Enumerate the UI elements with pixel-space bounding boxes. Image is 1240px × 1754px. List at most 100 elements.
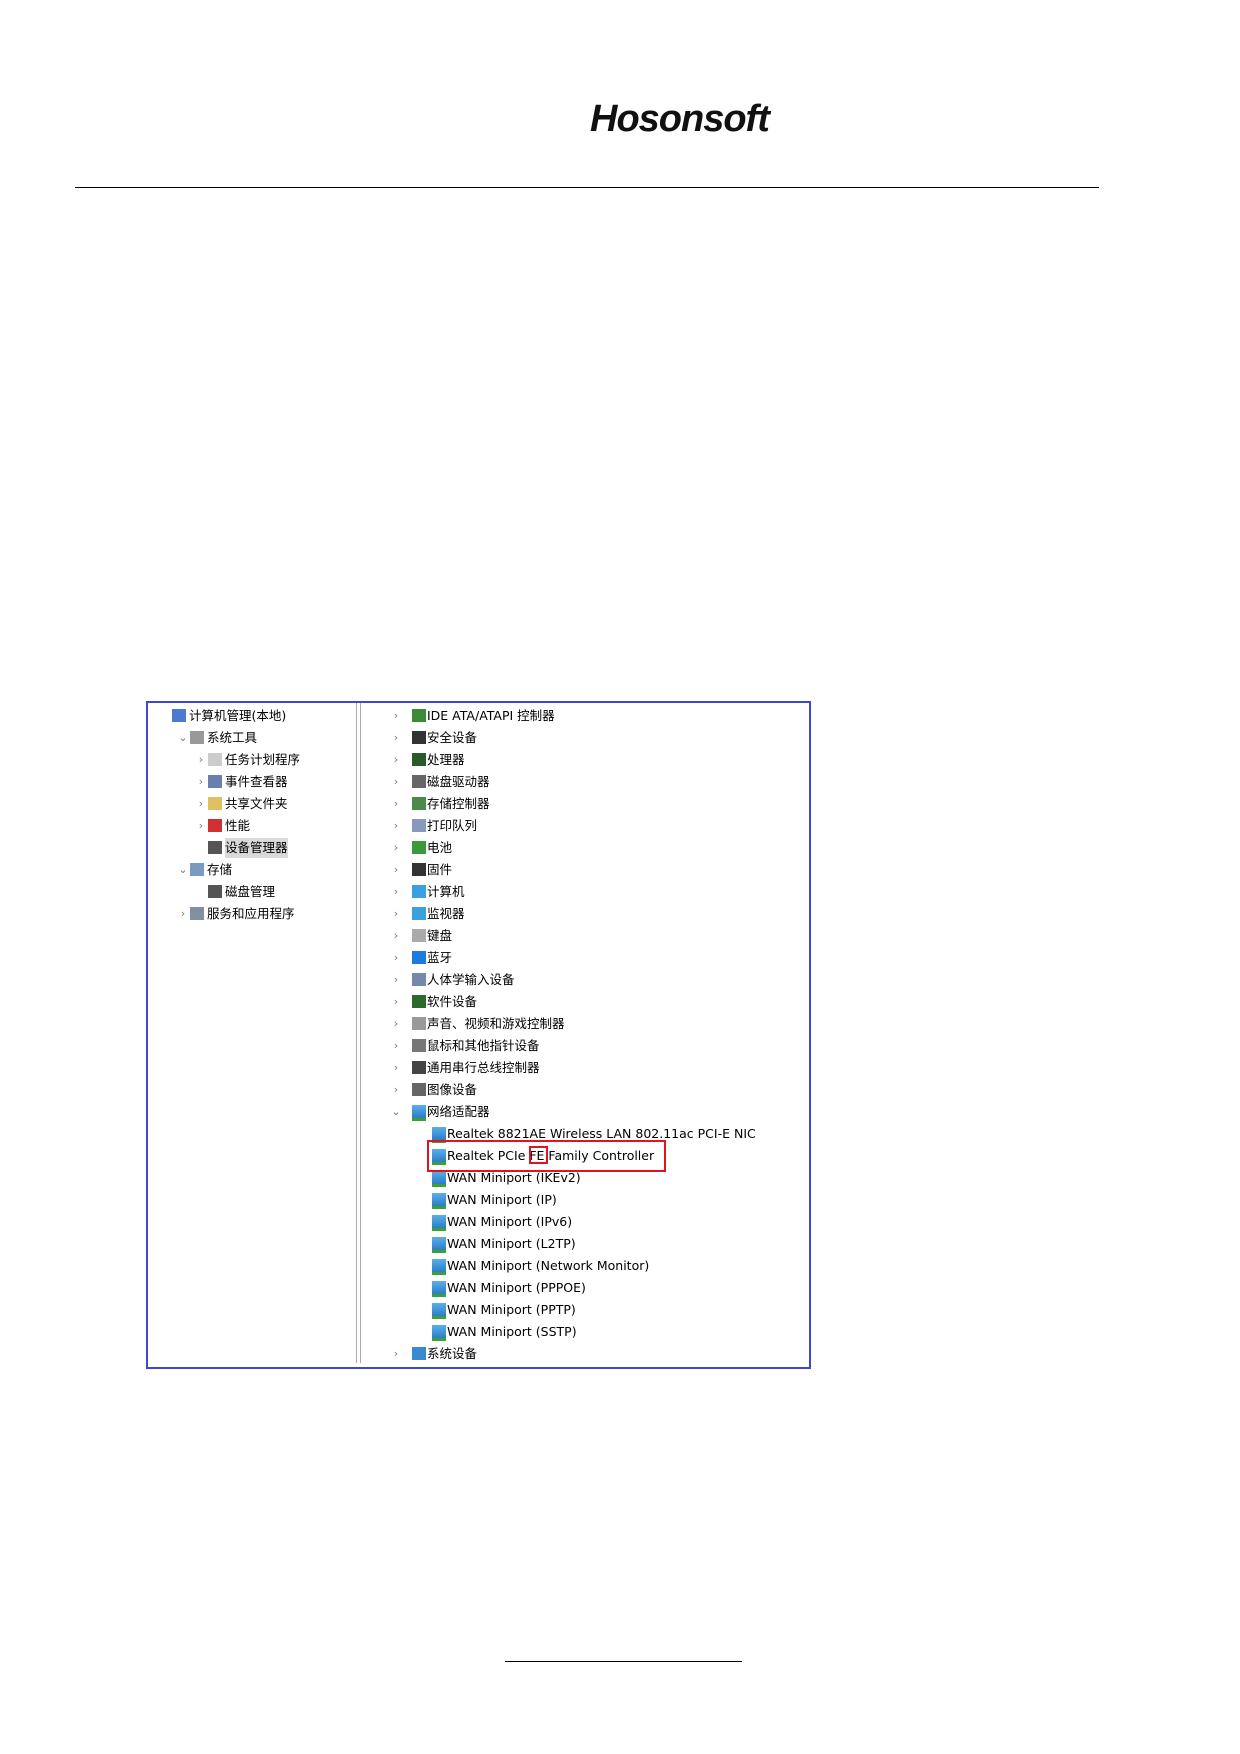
tree-item-label: WAN Miniport (PPTP) xyxy=(447,1302,576,1317)
chevron-right-icon[interactable]: › xyxy=(198,819,204,832)
chevron-right-icon[interactable]: › xyxy=(198,775,204,788)
tree-item-label: 安全设备 xyxy=(427,730,478,745)
device-tree-pane: › IDE ATA/ATAPI 控制器 › 安全设备 › 处理器 › 磁盘驱动器 › 存储控制器 ›… xyxy=(360,703,808,1363)
tree-item-label: 蓝牙 xyxy=(427,950,453,965)
highlight-box-fe xyxy=(529,1146,548,1164)
chevron-right-icon[interactable]: › xyxy=(393,1083,399,1096)
tree-item-label: 系统工具 xyxy=(207,730,258,745)
tools-icon xyxy=(190,731,204,744)
tree-item-label: 电池 xyxy=(427,840,453,855)
highlight-box-controller xyxy=(427,1140,666,1172)
tree-item-label: 键盘 xyxy=(427,928,453,943)
chevron-right-icon[interactable]: › xyxy=(393,929,399,942)
chevron-right-icon[interactable]: › xyxy=(393,819,399,832)
network-adapter-icon xyxy=(432,1149,446,1165)
tree-item-label: WAN Miniport (IPv6) xyxy=(447,1214,573,1229)
clock-icon xyxy=(208,753,222,766)
chevron-down-icon[interactable]: ⌄ xyxy=(178,731,188,744)
services-icon xyxy=(190,907,204,920)
event-viewer-icon xyxy=(208,775,222,788)
tree-item-label: WAN Miniport (Network Monitor) xyxy=(447,1258,650,1273)
chevron-right-icon[interactable]: › xyxy=(393,709,399,722)
disk-management-icon xyxy=(208,885,222,898)
chevron-right-icon[interactable]: › xyxy=(393,1039,399,1052)
tree-item-label: IDE ATA/ATAPI 控制器 xyxy=(427,708,555,723)
chevron-right-icon[interactable]: › xyxy=(393,995,399,1008)
network-adapter-icon xyxy=(432,1259,446,1275)
monitor-icon xyxy=(412,907,426,920)
tree-item-label: 磁盘驱动器 xyxy=(427,774,490,789)
tree-item-label: 存储 xyxy=(207,862,233,877)
chevron-right-icon[interactable]: › xyxy=(393,885,399,898)
hid-icon xyxy=(412,973,426,986)
chevron-right-icon[interactable]: › xyxy=(393,731,399,744)
chevron-right-icon[interactable]: › xyxy=(198,753,204,766)
hosonsoft-logo: Hosonsoft xyxy=(590,98,770,140)
chevron-right-icon[interactable]: › xyxy=(180,907,186,920)
header-divider xyxy=(75,187,1099,188)
network-adapter-icon xyxy=(432,1237,446,1253)
chevron-right-icon[interactable]: › xyxy=(198,797,204,810)
camera-icon xyxy=(412,1083,426,1096)
performance-icon xyxy=(208,819,222,832)
printer-icon xyxy=(412,819,426,832)
tree-item-label: 打印队列 xyxy=(427,818,478,833)
tree-item-label: 计算机管理(本地) xyxy=(189,708,287,723)
tree-item-label: 通用串行总线控制器 xyxy=(427,1060,540,1075)
tree-item-label: 服务和应用程序 xyxy=(207,906,295,921)
chevron-right-icon[interactable]: › xyxy=(393,973,399,986)
tree-item-label: 事件查看器 xyxy=(225,774,288,789)
tree-item-label: 性能 xyxy=(225,818,251,833)
computer-icon xyxy=(412,885,426,898)
ide-controller-icon xyxy=(412,709,426,722)
tree-item-label: 鼠标和其他指针设备 xyxy=(427,1038,540,1053)
chevron-right-icon[interactable]: › xyxy=(393,753,399,766)
tree-item-label: 监视器 xyxy=(427,906,465,921)
network-adapter-icon xyxy=(412,1105,426,1121)
tree-item-label: 声音、视频和游戏控制器 xyxy=(427,1016,565,1031)
tree-item-label: 设备管理器 xyxy=(225,838,288,858)
storage-controller-icon xyxy=(412,797,426,810)
chevron-right-icon[interactable]: › xyxy=(393,841,399,854)
bluetooth-icon xyxy=(412,951,426,964)
software-device-icon xyxy=(412,995,426,1008)
console-tree-pane: 计算机管理(本地)⌄系统工具›任务计划程序›事件查看器›共享文件夹›性能设备管理… xyxy=(148,703,357,1363)
chevron-right-icon[interactable]: › xyxy=(393,1017,399,1030)
device-manager-icon xyxy=(208,841,222,854)
chevron-right-icon[interactable]: › xyxy=(393,1347,399,1360)
storage-icon xyxy=(190,863,204,876)
tree-item-label: WAN Miniport (IP) xyxy=(447,1192,557,1207)
tree-item-label: 计算机 xyxy=(427,884,465,899)
disk-drive-icon xyxy=(412,775,426,788)
tree-item-label: 处理器 xyxy=(427,752,465,767)
network-adapter-icon xyxy=(432,1193,446,1209)
firmware-icon xyxy=(412,863,426,876)
security-device-icon xyxy=(412,731,426,744)
tree-item-label: 磁盘管理 xyxy=(225,884,276,899)
network-adapter-icon xyxy=(432,1303,446,1319)
shared-folder-icon xyxy=(208,797,222,810)
processor-icon xyxy=(412,753,426,766)
keyboard-icon xyxy=(412,929,426,942)
tree-item-label: 固件 xyxy=(427,862,453,877)
chevron-right-icon[interactable]: › xyxy=(393,775,399,788)
chevron-right-icon[interactable]: › xyxy=(393,863,399,876)
tree-item-label: WAN Miniport (IKEv2) xyxy=(447,1170,581,1185)
tree-item-label: WAN Miniport (L2TP) xyxy=(447,1236,576,1251)
system-device-icon xyxy=(412,1347,426,1360)
chevron-down-icon[interactable]: ⌄ xyxy=(391,1105,401,1118)
chevron-right-icon[interactable]: › xyxy=(393,1061,399,1074)
usb-icon xyxy=(412,1061,426,1074)
tree-item-label: 任务计划程序 xyxy=(225,752,301,767)
tree-item-label: Realtek PCIe FE Family Controller xyxy=(447,1148,655,1163)
tree-item-label: 网络适配器 xyxy=(427,1104,490,1119)
chevron-right-icon[interactable]: › xyxy=(393,951,399,964)
chevron-right-icon[interactable]: › xyxy=(393,797,399,810)
chevron-right-icon[interactable]: › xyxy=(393,907,399,920)
chevron-down-icon[interactable]: ⌄ xyxy=(178,863,188,876)
tree-item-label: 图像设备 xyxy=(427,1082,478,1097)
network-adapter-icon xyxy=(432,1171,446,1187)
tree-item-label: 共享文件夹 xyxy=(225,796,288,811)
tree-item-label: 存储控制器 xyxy=(427,796,490,811)
